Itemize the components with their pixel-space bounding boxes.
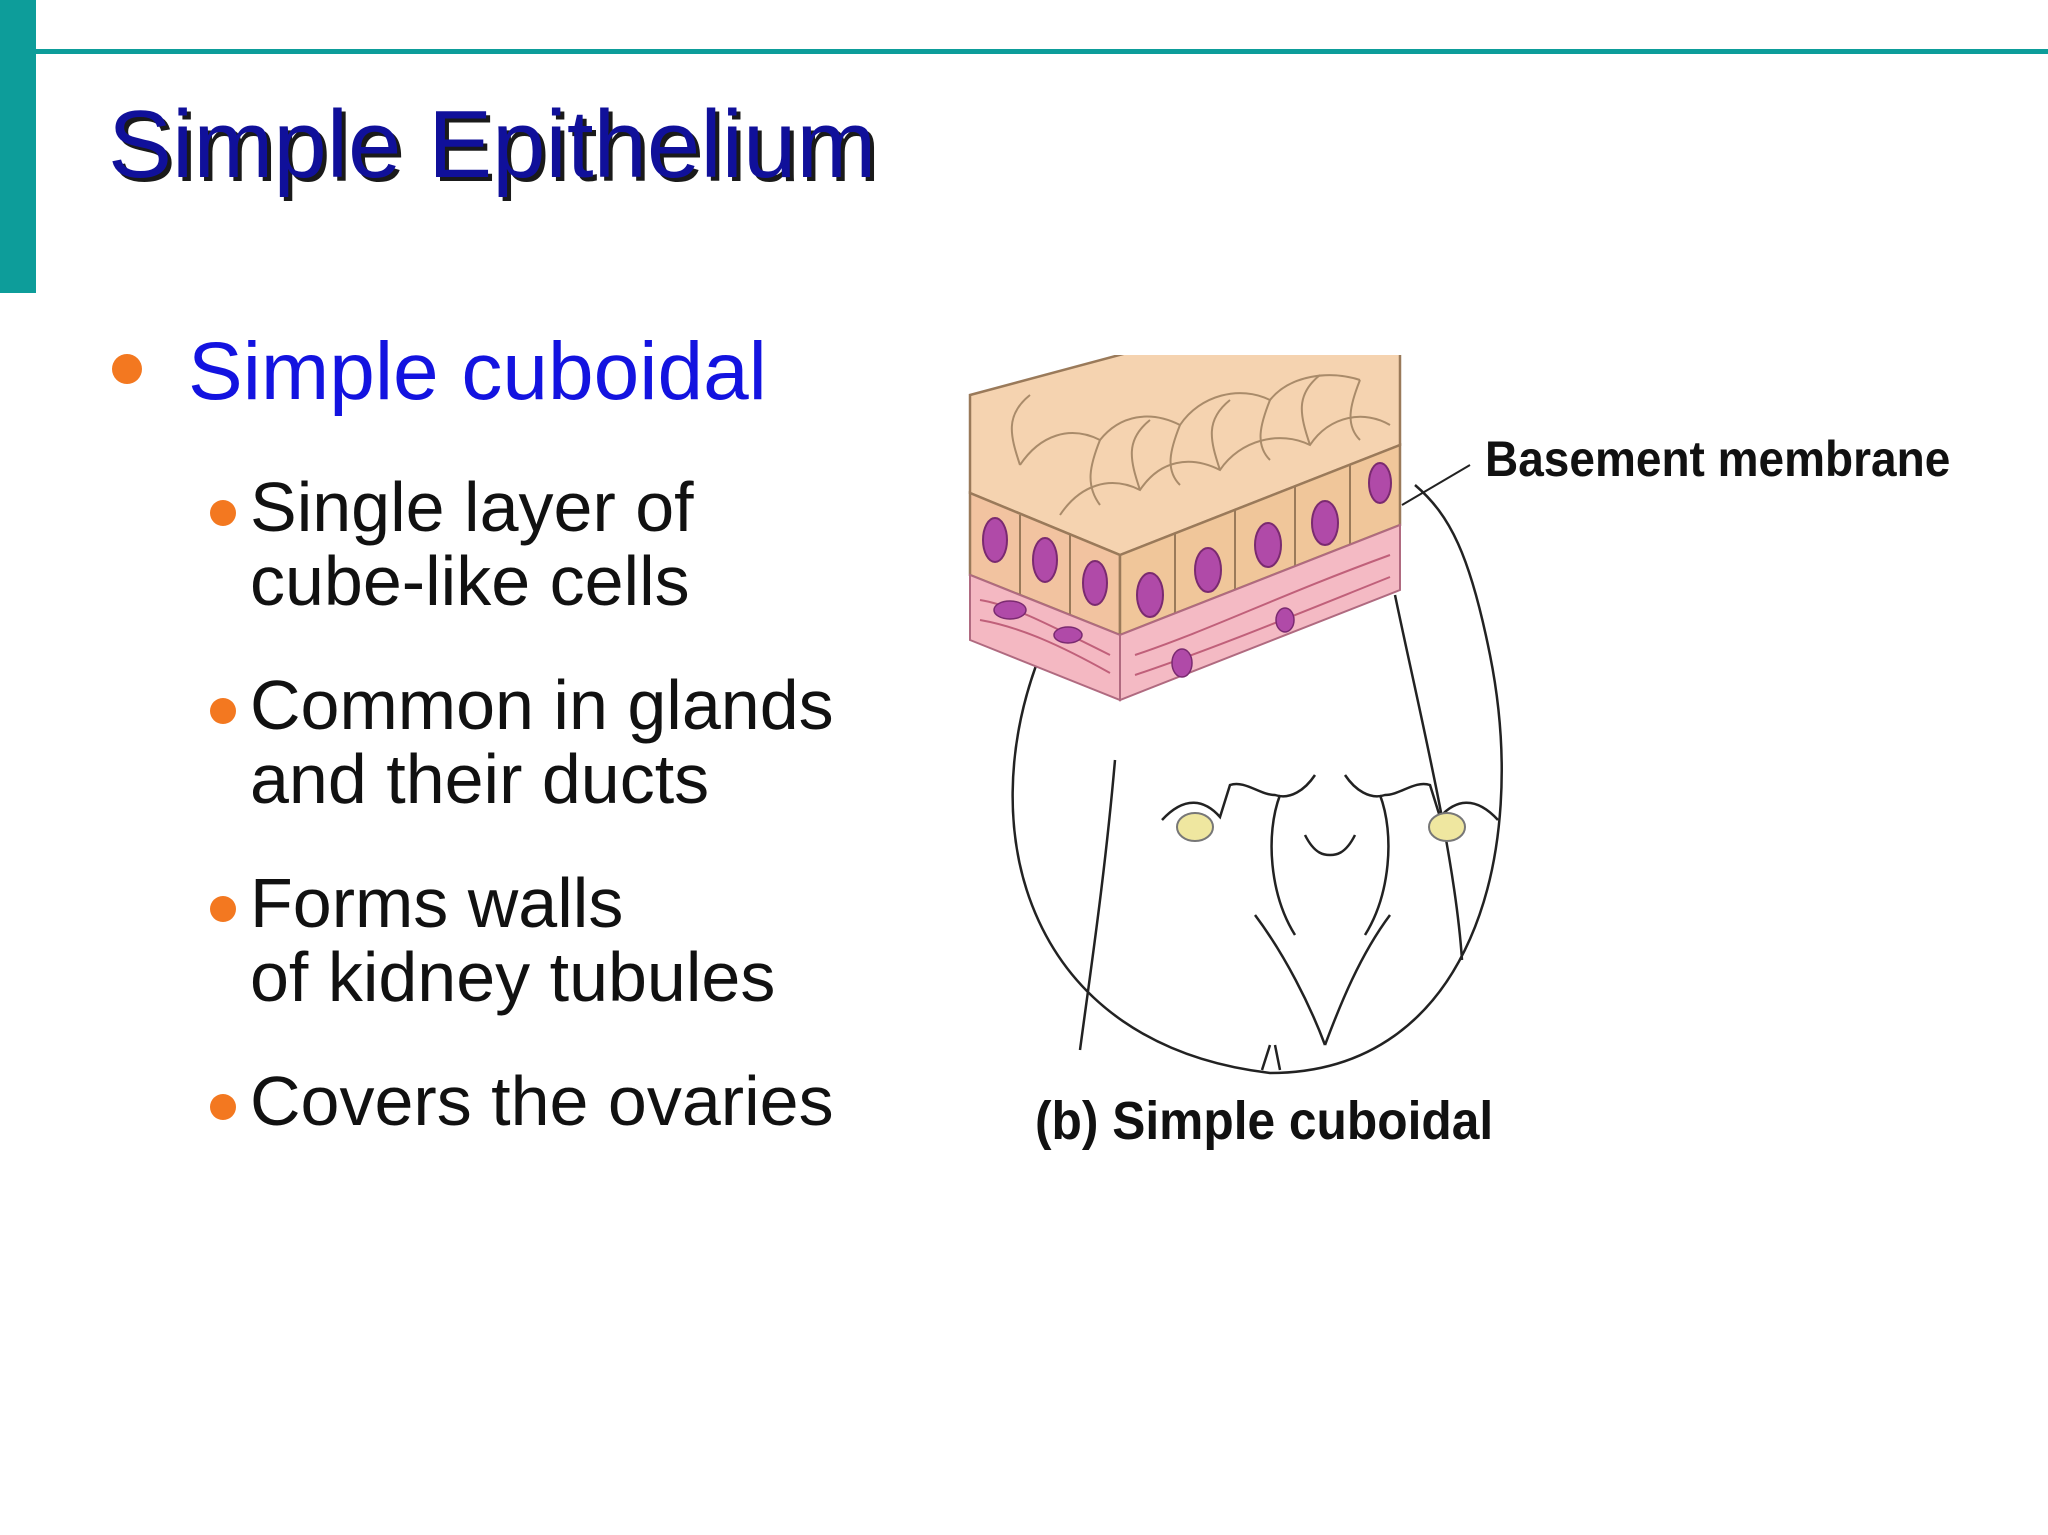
sub-bullet-3: Forms walls of kidney tubules (210, 866, 775, 1014)
sub-bullet-line: Covers the ovaries (250, 1062, 834, 1140)
bullet-dot-icon (210, 500, 236, 526)
bullet-dot-icon (210, 698, 236, 724)
figure-caption: (b) Simple cuboidal (1035, 1091, 1494, 1151)
sub-bullet-1: Single layer of cube-like cells (210, 470, 694, 618)
sub-bullet-line: and their ducts (250, 740, 710, 818)
cuboidal-epithelium-figure: Basement membrane (b) Simple cuboidal (950, 318, 2040, 1175)
leader-line (1401, 464, 1471, 506)
sub-bullet-line: Single layer of (250, 468, 694, 546)
sub-bullet-line: of kidney tubules (250, 938, 776, 1016)
sub-bullet-line: Forms walls (250, 864, 624, 942)
sub-bullet-line: cube-like cells (250, 542, 690, 620)
header-rule (36, 49, 2048, 54)
bullet-dot-icon (210, 1094, 236, 1120)
bullet-dot-icon (210, 896, 236, 922)
sub-bullet-4: Covers the ovaries (210, 1064, 834, 1138)
main-bullet: Simple cuboidal (112, 322, 767, 422)
bullet-dot-icon (112, 354, 142, 384)
cuboidal-illustration (968, 318, 1503, 1075)
sub-bullet-line: Common in glands (250, 666, 834, 744)
accent-bar (0, 0, 36, 293)
slide-title: Simple Epithelium (108, 91, 877, 198)
label-basement-membrane: Basement membrane (1485, 431, 1951, 487)
sub-bullet-2: Common in glands and their ducts (210, 668, 834, 816)
main-bullet-text: Simple cuboidal (188, 326, 767, 417)
